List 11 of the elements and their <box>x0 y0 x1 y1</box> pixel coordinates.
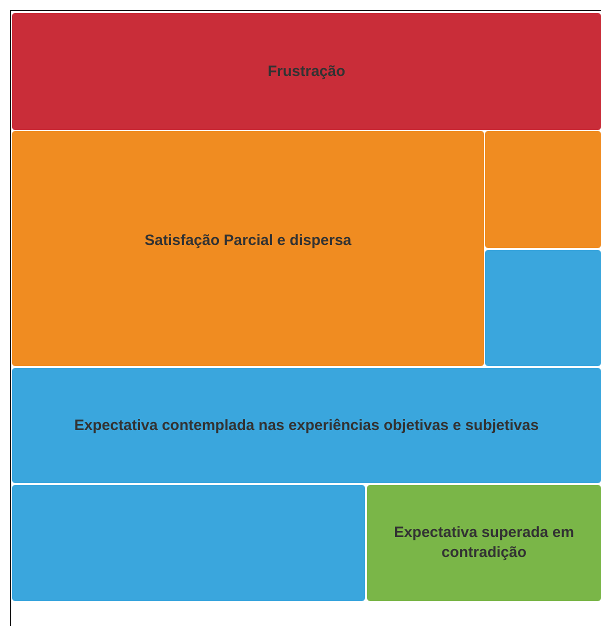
block <box>12 368 601 483</box>
block <box>12 131 484 366</box>
block <box>12 485 365 601</box>
block-label: Expectativa superada em contradição <box>392 523 576 563</box>
block-label: Satisfação Parcial e dispersa <box>144 230 352 250</box>
block-label: Expectativa contemplada nas experiências objetivas e subjetivas <box>74 416 539 436</box>
block <box>485 131 601 248</box>
block <box>367 485 601 601</box>
block <box>12 13 601 130</box>
block-label: Frustração <box>268 62 346 82</box>
block <box>485 250 601 366</box>
